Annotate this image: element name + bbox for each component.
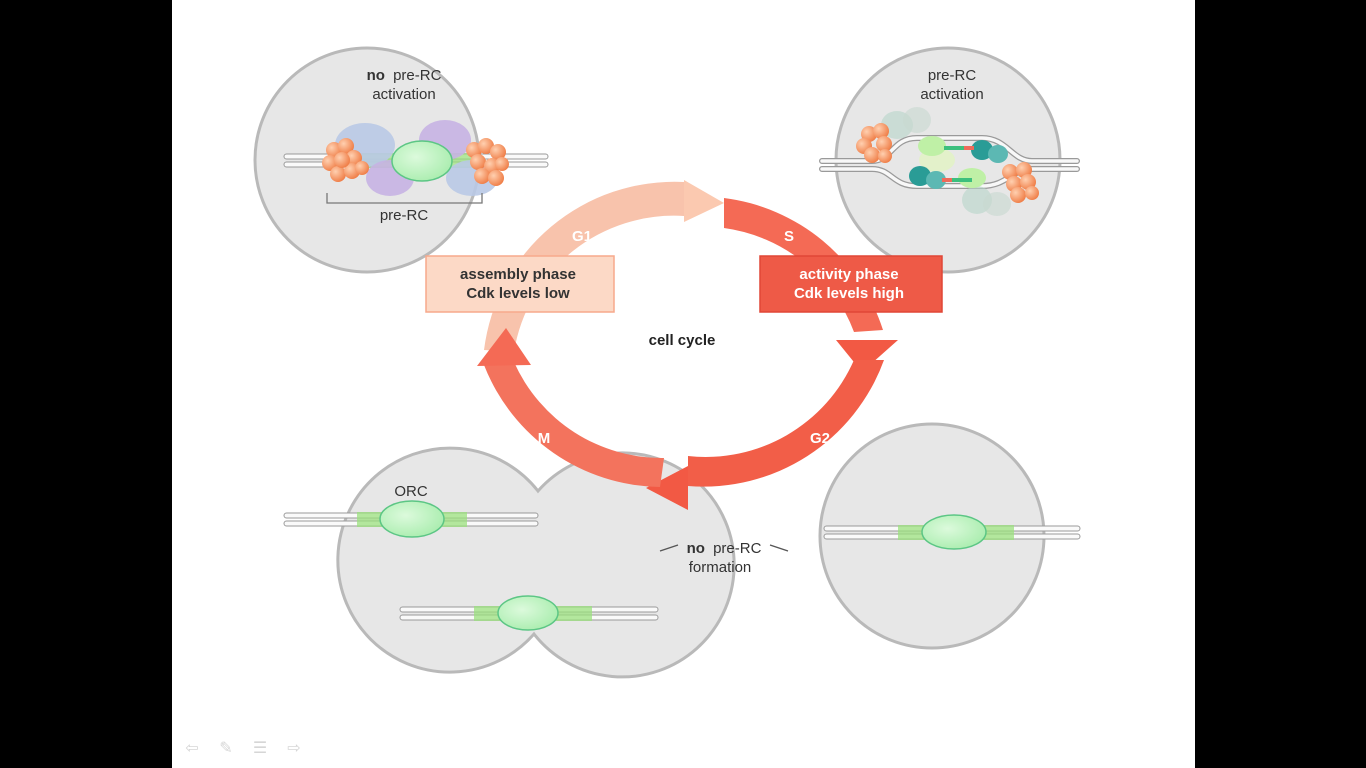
dna-strand-lower	[399, 595, 659, 631]
primer	[942, 178, 952, 182]
activation-label: activation	[372, 86, 435, 103]
top-right-cell: pre-RC activation	[819, 46, 1080, 274]
pre-rc-label: pre-RC	[928, 67, 977, 84]
top-left-cell: no pre-RC activation	[253, 46, 549, 274]
no-pre-rc-formation-note: no pre-RC formation	[659, 540, 789, 576]
activation-label: activation	[920, 86, 983, 103]
m-arc	[484, 362, 664, 487]
orc-complex	[497, 595, 559, 631]
bottom-right-cell	[818, 422, 1081, 650]
dna-strand-upper	[283, 500, 539, 538]
teal-protein	[926, 171, 946, 189]
orc-complex	[921, 514, 987, 550]
m-arrowhead	[477, 328, 531, 366]
s-arrowhead	[836, 340, 898, 372]
slide: no pre-RC activation	[172, 0, 1195, 768]
new-strand	[942, 178, 972, 182]
svg-text:no pre-RC: no pre-RC	[687, 540, 762, 557]
polymerase	[918, 136, 946, 156]
s-label: S	[784, 228, 794, 245]
mcm-helicase-right	[1002, 162, 1039, 203]
teal-protein	[909, 166, 931, 186]
teal-protein	[971, 140, 993, 160]
m-label: M	[538, 430, 551, 447]
menu-icon[interactable]: ☰	[252, 738, 268, 757]
orc-complex	[379, 500, 445, 538]
g2-arrowhead	[646, 466, 688, 510]
activity-phase-box: activity phase Cdk levels high	[759, 255, 943, 313]
g1-arrowhead	[684, 180, 724, 222]
bottom-left-dividing-cell: ORC	[283, 446, 736, 679]
g1-label: G1	[572, 228, 592, 245]
no-pre-rc-label: no pre-RC	[367, 67, 442, 84]
teal-protein	[988, 145, 1008, 163]
faded-protein	[983, 192, 1011, 216]
assembly-phase-box: assembly phase Cdk levels low	[425, 255, 615, 313]
new-strand	[944, 146, 974, 150]
primer	[964, 146, 974, 150]
pen-icon[interactable]: ✎	[219, 738, 233, 757]
prev-slide-icon[interactable]: ⇦	[185, 738, 199, 757]
activity-phase-line2: Cdk levels high	[794, 285, 904, 302]
mcm-helicase-right	[466, 138, 509, 186]
svg-text:formation: formation	[689, 559, 752, 576]
cell-cycle-label: cell cycle	[649, 332, 716, 349]
mcm-helicase-left	[856, 123, 892, 163]
dna-strand	[823, 514, 1081, 550]
activity-phase-line1: activity phase	[799, 266, 898, 283]
g2-arc	[688, 360, 884, 487]
assembly-phase-line2: Cdk levels low	[466, 285, 570, 302]
assembly-phase-line1: assembly phase	[460, 266, 576, 283]
cell-cycle-diagram: no pre-RC activation	[253, 46, 1081, 679]
pre-rc-label: pre-RC	[380, 207, 429, 224]
orc-complex	[391, 140, 453, 182]
faded-protein	[903, 107, 931, 133]
next-slide-icon[interactable]: ⇨	[287, 738, 301, 757]
mcm-helicase-left	[322, 138, 369, 182]
g2-label: G2	[810, 430, 830, 447]
orc-label: ORC	[394, 483, 428, 500]
pre-rc-bracket	[326, 193, 483, 204]
slideshow-nav: ⇦ ✎ ☰ ⇨	[182, 738, 322, 758]
cell-cycle-ring: G1 S G2 M cell cycle	[477, 180, 898, 510]
